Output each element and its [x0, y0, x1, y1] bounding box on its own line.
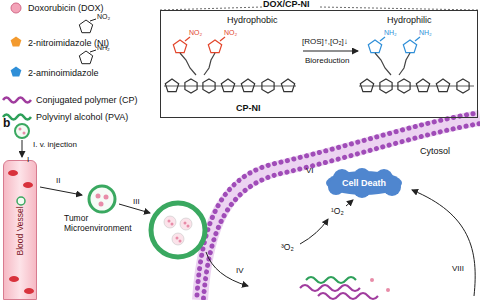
legend-text: Polyvinyl alcohol (PVA) — [36, 112, 128, 122]
node-text: Bioreduction — [305, 56, 349, 65]
o2-conversion-arrow — [300, 219, 328, 244]
step-number: III — [133, 197, 140, 206]
legend-text: 2-aminoimidazole — [28, 68, 99, 78]
atom-label: NH₂ — [384, 29, 397, 37]
blood-vessel: Blood Vessel — [3, 160, 37, 300]
arrow-ii — [40, 187, 82, 195]
step-number: IV — [236, 266, 244, 275]
step-number: VI — [306, 166, 314, 175]
nanoparticle-large — [151, 203, 205, 257]
cell-death-cloud: Cell Death — [322, 168, 406, 198]
legend-text: Doxorubicin (DOX) — [28, 3, 104, 13]
arrow-viii — [412, 190, 475, 296]
nanoparticle-small — [15, 124, 29, 138]
atom-label: NO₂ — [97, 13, 110, 21]
cp-amine-structure — [359, 37, 474, 93]
step-number: VIII — [452, 264, 464, 273]
node-text: [ROS]↑,[O₂]↓ — [302, 37, 348, 46]
region-label: Tumor Microenvironment — [64, 214, 140, 234]
injection-arrow — [22, 140, 23, 157]
region-label: Cytosol — [420, 146, 450, 156]
atom-label: NO₂ — [224, 29, 237, 37]
node-text: CP-NI — [236, 103, 261, 113]
atom-label: NH₂ — [419, 29, 432, 37]
legend-text: Conjugated polymer (CP) — [36, 95, 138, 105]
reaction-arrow — [303, 50, 358, 51]
cell-membrane — [197, 113, 480, 300]
node-text: Cell Death — [342, 178, 386, 188]
node-text: Hydrophilic — [387, 15, 432, 25]
node-text: Hydrophobic — [227, 15, 278, 25]
arrow-iv — [206, 252, 248, 286]
legend-text: 2-nitroimidazole (NI) — [28, 38, 109, 48]
cp-ni-structure — [164, 37, 296, 93]
singlet-oxygen-arrow — [346, 200, 353, 206]
panel-title: DOX/CP-NI — [263, 0, 310, 9]
step-number: I — [27, 155, 29, 164]
panel-letter: b — [3, 117, 10, 131]
atom-label: NH₂ — [97, 44, 110, 52]
molecule-label: ¹O₂ — [331, 207, 344, 217]
reaction-panel: Hydrophobic Hydrophilic [ROS]↑,[O₂]↓ Biored… — [160, 10, 478, 118]
molecule-label: ³O₂ — [281, 243, 294, 253]
node-text: Blood Vessel — [16, 206, 26, 255]
released-polymer — [300, 277, 390, 299]
step-number: II — [56, 176, 60, 185]
nanoparticle-mid — [89, 186, 115, 212]
step-label: I. v. injection — [33, 140, 77, 149]
atom-label: NO₂ — [189, 29, 202, 37]
